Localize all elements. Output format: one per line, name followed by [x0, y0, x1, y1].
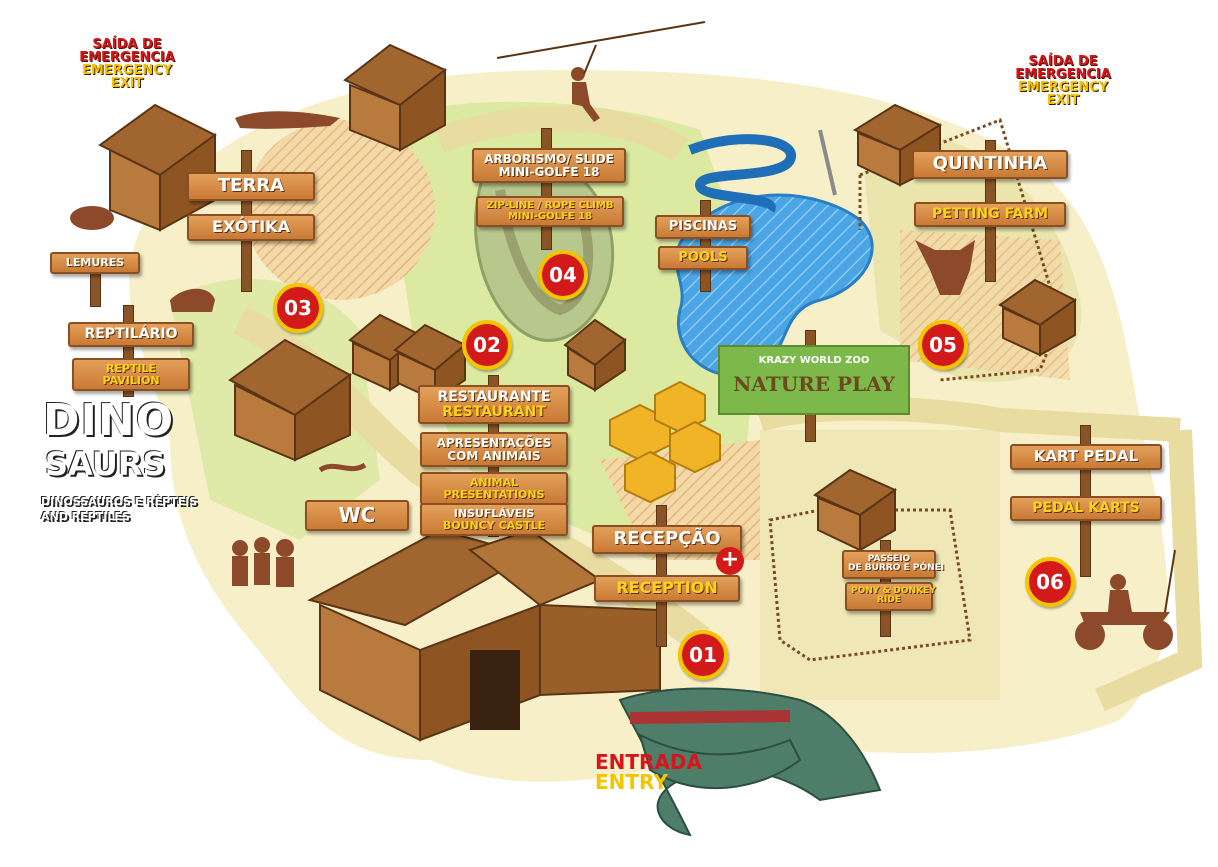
dino-title: DINO [43, 395, 175, 446]
zip-line [496, 21, 706, 59]
quad-bike-silhouette [1075, 549, 1176, 650]
badge-06[interactable]: 06 [1025, 557, 1075, 607]
emergency-exit-label: SAÍDA DE EMERGENCIA EMERGENCY EXIT [79, 37, 175, 91]
pedal-karts-sign[interactable]: PEDAL KARTS [1010, 496, 1162, 521]
pools-sign[interactable]: POOLS [658, 246, 748, 270]
hut-small [563, 318, 627, 392]
dino-title: SAURS [45, 445, 166, 483]
water-slide [688, 134, 796, 213]
reptile-pavilion-sign[interactable]: REPTILE PAVILION [72, 358, 190, 392]
turtle-silhouette [70, 206, 114, 230]
zipline-sign[interactable]: ZIP-LINE / ROPE CLIMB MINI-GOLFE 18 [476, 196, 624, 227]
zipline-person [571, 44, 600, 122]
dino-subtitle: DINOSSAUROS E RÉPTEIS [41, 495, 198, 508]
terra-sign[interactable]: TERRA [187, 172, 315, 201]
path [435, 105, 688, 162]
big-barn [307, 528, 661, 742]
nature-play-sign[interactable]: KRAZY WORLD ZOO NATURE PLAY [718, 345, 910, 415]
piscinas-sign[interactable]: PISCINAS [655, 215, 751, 239]
nature-play-small-text: KRAZY WORLD ZOO [758, 355, 870, 366]
sand-area [245, 120, 435, 300]
restaurante-sign[interactable]: RESTAURANTE RESTAURANT [418, 385, 570, 425]
dino-logo[interactable]: DINO SAURS DINOSSAUROS E RÉPTEIS AND REP… [25, 395, 235, 535]
badge-04[interactable]: 04 [538, 250, 588, 300]
reception-sign[interactable]: RECEPTION [594, 575, 740, 602]
recepcao-sign[interactable]: RECEPÇÃO [592, 525, 742, 554]
badge-01[interactable]: 01 [678, 630, 728, 680]
animal-presentations-sign[interactable]: ANIMAL PRESENTATIONS [420, 472, 568, 506]
lemur-silhouette [170, 288, 215, 312]
passeio-sign[interactable]: PASSEIO DE BURRO E PÓNEI [842, 550, 944, 579]
quintinha-sign[interactable]: QUINTINHA [912, 150, 1068, 179]
fence [858, 118, 1062, 382]
dino-subtitle: AND REPTILES [41, 510, 130, 523]
pool [674, 193, 874, 377]
kart-pedal-sign[interactable]: KART PEDAL [1010, 444, 1162, 470]
lemures-sign[interactable]: LEMURES [50, 252, 140, 274]
pony-ride-sign[interactable]: PONY & DONKEY RIDE [845, 582, 936, 611]
nature-play-big-text: NATURE PLAY [733, 372, 895, 396]
apresentacoes-sign[interactable]: APRESENTAÇÕES COM ANIMAIS [420, 432, 568, 468]
badge-02[interactable]: 02 [462, 320, 512, 370]
hut-pony [812, 468, 898, 552]
umbrellas [609, 380, 721, 504]
petting-farm-sign[interactable]: PETTING FARM [914, 202, 1066, 227]
wc-sign[interactable]: WC [305, 500, 409, 531]
hut-reptile [228, 338, 352, 462]
entrance-label[interactable]: ENTRADA ENTRY [595, 750, 703, 794]
path [1095, 429, 1203, 711]
snake-silhouette [318, 462, 367, 473]
children-silhouette [232, 537, 294, 587]
deer-silhouette [915, 240, 975, 295]
minigolf-track [495, 189, 594, 316]
first-aid-icon: + [716, 547, 744, 575]
emergency-exit-label: SAÍDA DE EMERGENCIA EMERGENCY EXIT [1015, 54, 1111, 108]
badge-03[interactable]: 03 [273, 283, 323, 333]
hut-farm-small [998, 278, 1077, 357]
exotika-sign[interactable]: EXÓTIKA [187, 214, 315, 241]
insuflaveis-sign[interactable]: INSUFLÁVEIS BOUNCY CASTLE [420, 503, 568, 537]
arborismo-sign[interactable]: ARBORISMO/ SLIDE MINI-GOLFE 18 [472, 148, 626, 184]
badge-05[interactable]: 05 [918, 320, 968, 370]
reptilario-sign[interactable]: REPTILÁRIO [68, 322, 194, 347]
hut-top [343, 43, 447, 152]
crocodile-silhouette [235, 111, 340, 129]
hut-farm [852, 103, 943, 187]
crocodile-entrance [618, 687, 882, 837]
